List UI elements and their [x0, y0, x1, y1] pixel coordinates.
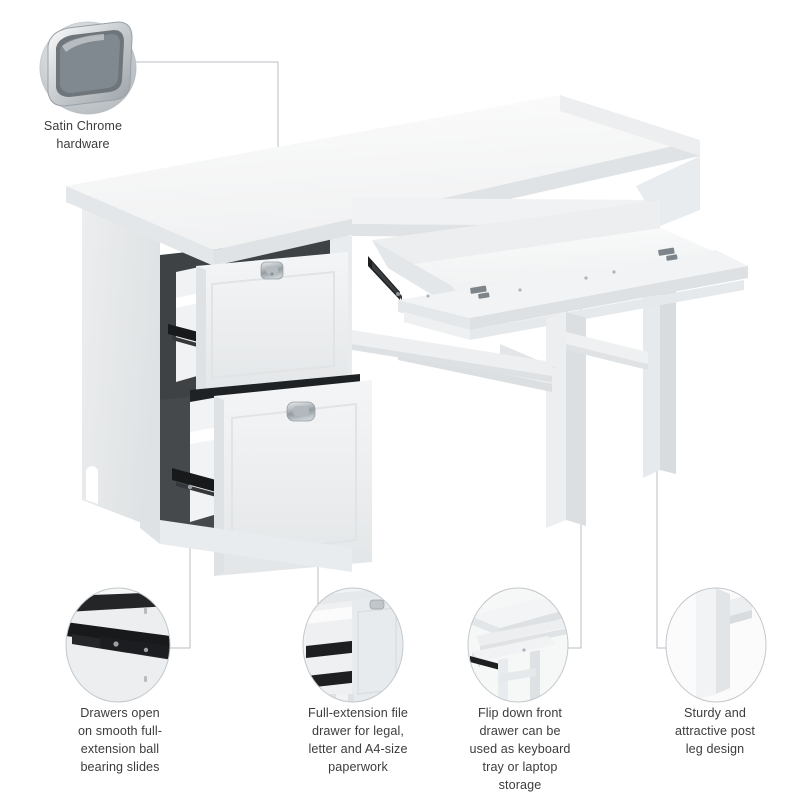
desk-assembly: [66, 95, 748, 576]
drawer-lower-pull: [286, 401, 316, 422]
desk-stretcher: [352, 330, 552, 382]
caption-post-leg: Sturdy and attractive post leg design: [675, 706, 755, 756]
open-file-drawer-icon: [303, 588, 402, 702]
callout-ball-bearing-slides: [65, 587, 171, 703]
drawer-lower-slide: [172, 468, 216, 492]
keyboard-tray-slide: [368, 256, 402, 300]
caption-keyboard-tray: Flip down front drawer can be used as ke…: [469, 706, 571, 792]
desk-rear-post-leg: [643, 272, 676, 478]
leader-post-leg: [656, 466, 666, 649]
drawer-upper: [168, 252, 348, 398]
tray-hinge-hardware: [470, 247, 678, 299]
pedestal-base-skirt: [140, 500, 352, 572]
drawer-pull-icon: [47, 21, 133, 107]
slide-top-dark-edge: [66, 592, 170, 612]
callout-post-leg: [665, 587, 767, 703]
keyboard-tray-icon: [470, 598, 568, 702]
caption-ball-bearing-slides: Drawers open on smooth full- extension b…: [77, 706, 163, 774]
callout-file-drawer: [302, 587, 404, 703]
caption-satin-chrome: Satin Chrome hardware: [43, 119, 123, 151]
callout-satin-chrome: [39, 21, 137, 115]
drawer-upper-pull: [260, 261, 284, 280]
callout-keyboard-tray: [467, 587, 569, 703]
post-leg-icon: [696, 588, 752, 700]
keyboard-tray: [368, 200, 748, 340]
caption-file-drawer: Full-extension file drawer for legal, le…: [308, 706, 408, 774]
